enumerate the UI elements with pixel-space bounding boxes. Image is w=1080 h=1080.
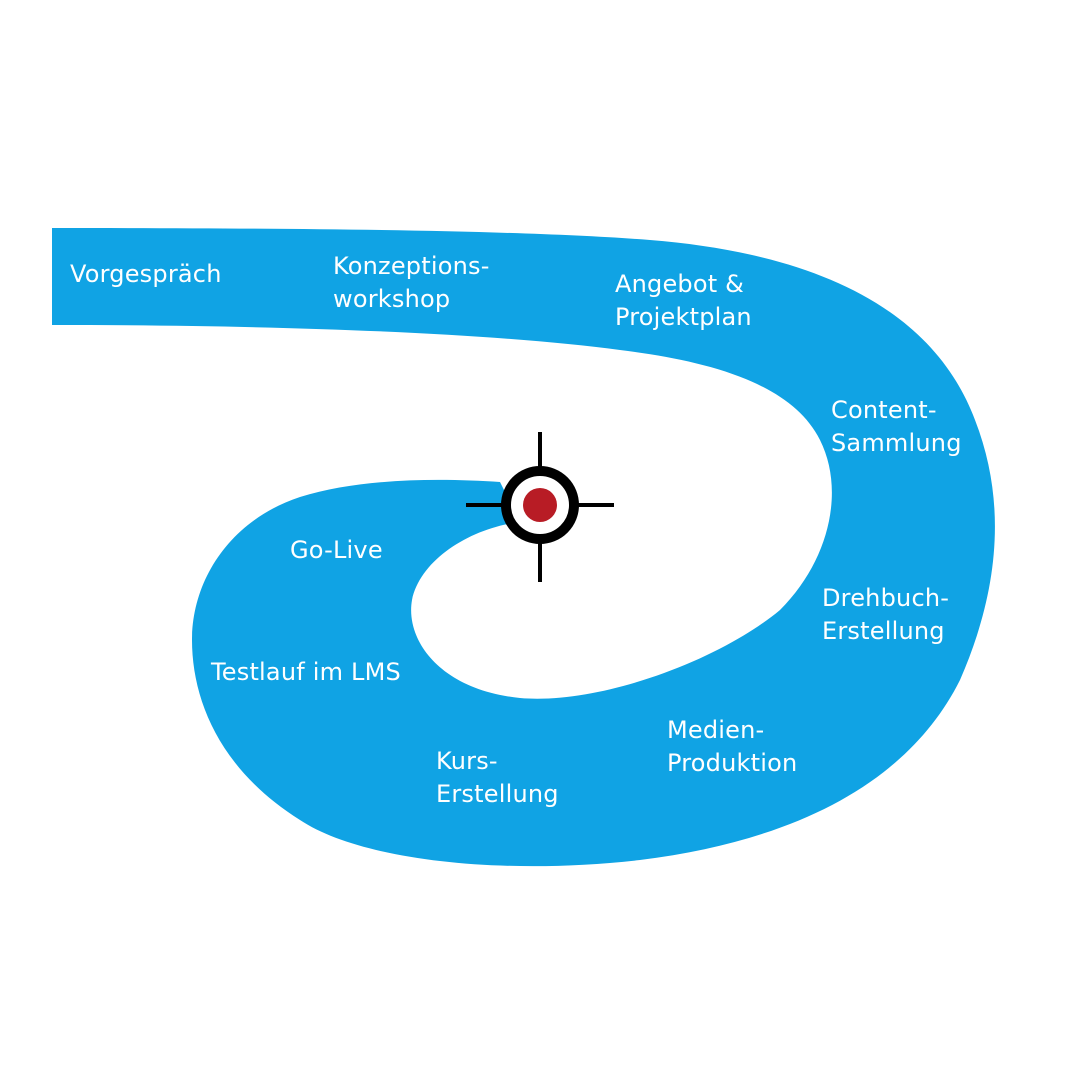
step-label-line2: workshop <box>333 285 451 313</box>
step-go-live: Go-Live <box>290 534 383 567</box>
target-center-dot <box>523 488 557 522</box>
step-label-line2: Erstellung <box>822 617 945 645</box>
step-label-line1: Drehbuch- <box>822 584 950 612</box>
step-testlauf-lms: Testlauf im LMS <box>211 656 401 689</box>
step-label-line1: Content- <box>831 396 937 424</box>
step-label: Vorgespräch <box>70 260 222 288</box>
step-drehbuch-erstellung: Drehbuch- Erstellung <box>822 582 949 648</box>
step-label-line2: Produktion <box>667 749 798 777</box>
crosshair-target-icon <box>466 432 614 582</box>
step-label-line2: Projektplan <box>615 303 752 331</box>
step-label-line2: Erstellung <box>436 780 559 808</box>
step-label-line1: Medien- <box>667 716 765 744</box>
step-konzeptionsworkshop: Konzeptions- workshop <box>333 250 490 316</box>
step-vorgespraech: Vorgespräch <box>70 258 222 291</box>
step-label-line1: Konzeptions- <box>333 252 490 280</box>
step-label: Go-Live <box>290 536 383 564</box>
step-label: Testlauf im LMS <box>211 658 401 686</box>
step-label-line1: Angebot & <box>615 270 745 298</box>
step-kurs-erstellung: Kurs- Erstellung <box>436 745 559 811</box>
step-content-sammlung: Content- Sammlung <box>831 394 962 460</box>
step-angebot-projektplan: Angebot & Projektplan <box>615 268 752 334</box>
step-label-line2: Sammlung <box>831 429 962 457</box>
step-medien-produktion: Medien- Produktion <box>667 714 797 780</box>
step-label-line1: Kurs- <box>436 747 498 775</box>
spiral-band <box>52 228 995 867</box>
